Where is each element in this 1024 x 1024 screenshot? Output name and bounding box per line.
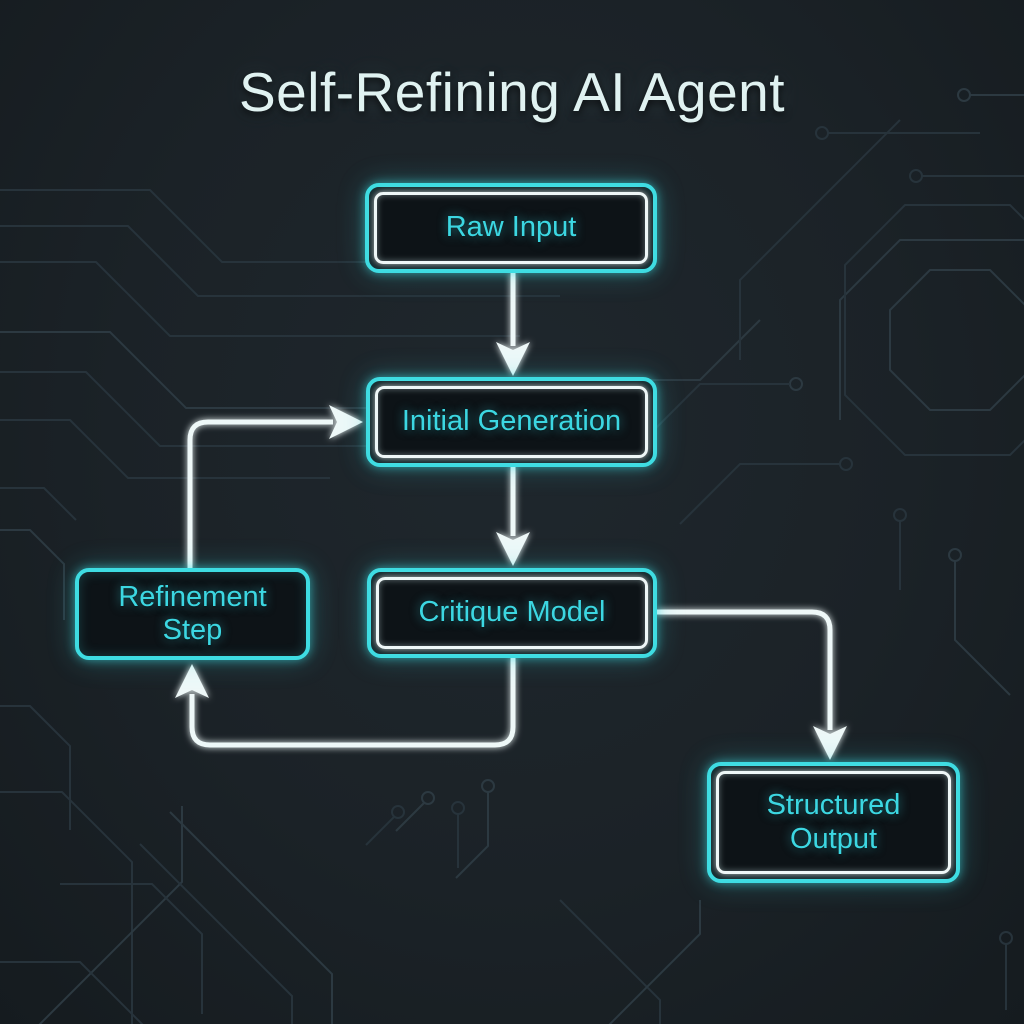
edge-raw-input-to-initial-generation bbox=[496, 273, 530, 376]
node-label: Refinement Step bbox=[118, 580, 267, 646]
node-structured-output: Structured Output bbox=[707, 762, 960, 883]
node-initial-generation: Initial Generation bbox=[366, 377, 657, 467]
node-label: Initial Generation bbox=[401, 405, 622, 438]
node-critique-model: Critique Model bbox=[367, 568, 657, 658]
node-label: Raw Input bbox=[445, 211, 577, 244]
node-raw-input: Raw Input bbox=[365, 183, 657, 273]
diagram-title: Self-Refining AI Agent bbox=[238, 61, 786, 123]
edge-critique-model-to-refinement-step bbox=[175, 658, 516, 748]
node-inner-frame: Raw Input bbox=[374, 192, 648, 264]
edge-critique-model-to-structured-output bbox=[657, 609, 847, 760]
node-refinement-step: Refinement Step bbox=[75, 568, 310, 660]
edge-refinement-step-to-initial-generation bbox=[187, 405, 363, 568]
node-label: Structured Output bbox=[766, 789, 901, 855]
node-inner-frame: Critique Model bbox=[376, 577, 648, 649]
node-inner-frame: Initial Generation bbox=[375, 386, 648, 458]
node-inner-frame: Structured Output bbox=[716, 771, 951, 874]
node-inner-frame: Refinement Step bbox=[84, 577, 301, 651]
edge-initial-generation-to-critique-model bbox=[496, 467, 530, 566]
node-label: Critique Model bbox=[418, 596, 606, 629]
